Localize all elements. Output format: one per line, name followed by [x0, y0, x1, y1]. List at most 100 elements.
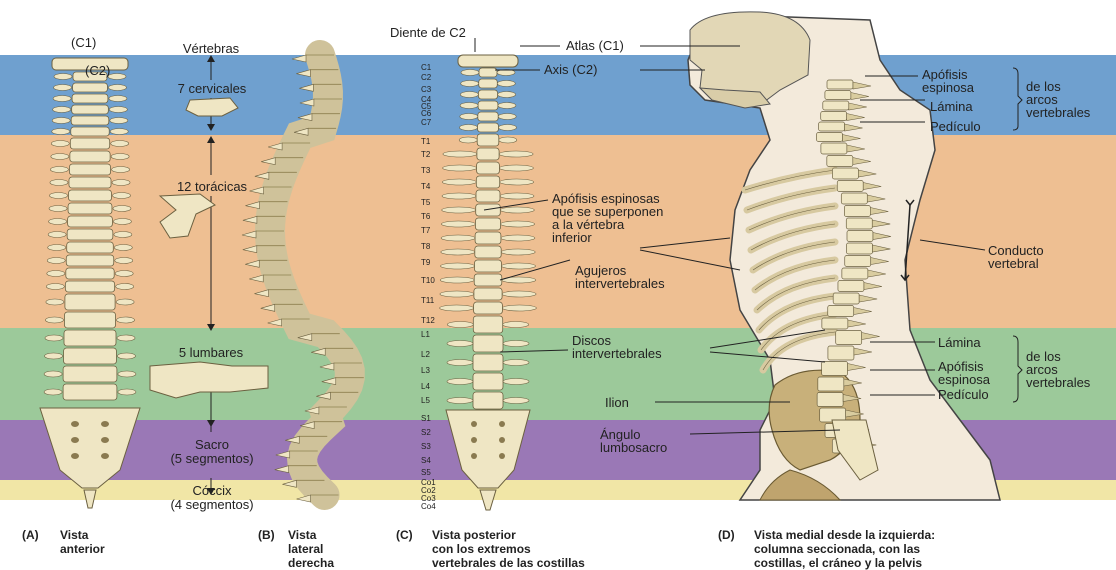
- sectioned-vertebral-body: [817, 133, 843, 142]
- posterior-vertebra: [475, 246, 501, 258]
- spinous-process-lateral: [282, 480, 296, 487]
- sacral-foramen: [71, 421, 79, 427]
- transverse-process: [111, 141, 129, 147]
- caption-a-text: Vista anterior: [60, 528, 105, 556]
- anterior-vertebral-body: [63, 366, 117, 382]
- rib-end-left: [441, 249, 475, 255]
- sectioned-vertebral-body: [823, 101, 849, 110]
- posterior-vertebra: [475, 218, 500, 230]
- rib-end-right: [503, 360, 529, 366]
- level-label-c7: C7: [421, 118, 431, 127]
- coccyx-posterior: [480, 490, 496, 510]
- rib-end-right: [499, 165, 533, 171]
- spinous-processes-label: Apófisis espinosas que se superponen a l…: [552, 192, 663, 244]
- rib-end-right: [499, 137, 517, 143]
- anterior-vertebral-body: [66, 255, 114, 266]
- sacral-foramen: [71, 437, 79, 443]
- sectioned-vertebral-body: [842, 268, 868, 279]
- transverse-process: [47, 271, 65, 277]
- dens-label: Diente de C2: [390, 26, 466, 40]
- transverse-process: [114, 232, 132, 238]
- rib-end-left: [441, 221, 475, 227]
- sacrum-anterior: [40, 408, 140, 488]
- posterior-vertebra: [479, 79, 498, 88]
- rib-end-left: [447, 322, 473, 328]
- anterior-vertebral-body: [65, 281, 114, 292]
- level-label-t9: T9: [421, 258, 430, 267]
- rib-end-left: [442, 207, 476, 213]
- sectioned-vertebral-body: [844, 206, 870, 217]
- rib-end-right: [501, 235, 535, 241]
- sectioned-vertebral-body: [846, 218, 872, 229]
- caption-b-tag: (B): [258, 528, 275, 542]
- rib-end-right: [502, 291, 536, 297]
- anterior-vertebral-column: [40, 58, 140, 508]
- rib-end-right: [501, 221, 535, 227]
- transverse-process: [46, 299, 64, 305]
- rib-end-right: [499, 151, 533, 157]
- sectioned-vertebral-body: [833, 293, 859, 304]
- level-label-s3: S3: [421, 442, 431, 451]
- level-label-t10: T10: [421, 276, 435, 285]
- pedicle-top-label: Pedículo: [930, 120, 981, 134]
- lumbar-label: 5 lumbares: [155, 346, 267, 360]
- coccyx-label: Cóccix (4 segmentos): [142, 484, 282, 512]
- anterior-vertebral-body: [68, 203, 112, 214]
- lamina-bottom-label: Lámina: [938, 336, 981, 350]
- level-label-c2: C2: [421, 73, 431, 82]
- spinous-process-lateral: [242, 231, 256, 238]
- rib-end-left: [459, 137, 477, 143]
- level-label-t4: T4: [421, 182, 430, 191]
- anterior-vertebral-body: [72, 94, 108, 103]
- level-label-co4: Co4: [421, 502, 436, 511]
- sacral-foramen-posterior: [471, 453, 477, 459]
- rib-end-left: [447, 379, 473, 385]
- posterior-vertebra: [474, 288, 502, 300]
- rib-end-right: [503, 322, 529, 328]
- atlas-posterior: [458, 55, 518, 67]
- rib-end-left: [447, 360, 473, 366]
- cervical-label: 7 cervicales: [160, 82, 264, 96]
- caption-c-text: Vista posterior con los extremos vertebr…: [432, 528, 585, 570]
- transverse-process: [50, 180, 68, 186]
- posterior-vertebra: [476, 176, 499, 188]
- lateral-vertebral-column: [242, 55, 364, 502]
- posterior-vertebra: [473, 316, 502, 333]
- sacral-foramen: [71, 453, 79, 459]
- vertebral-canal-label: Conducto vertebral: [988, 244, 1044, 270]
- transverse-process: [52, 129, 70, 135]
- transverse-process: [118, 389, 136, 395]
- sectioned-vertebral-body: [845, 256, 871, 267]
- transverse-process: [50, 167, 68, 173]
- rib-end-left: [440, 305, 474, 311]
- sectioned-vertebral-body: [837, 181, 863, 192]
- transverse-process: [113, 193, 131, 199]
- anterior-vertebral-body: [69, 177, 111, 188]
- posterior-vertebra: [474, 274, 502, 286]
- rib-end-right: [497, 81, 515, 87]
- rib-end-left: [443, 151, 477, 157]
- rib-end-left: [441, 235, 475, 241]
- transverse-process: [117, 317, 135, 323]
- level-label-c1: C1: [421, 63, 431, 72]
- lamina-top-label: Lámina: [930, 100, 973, 114]
- transverse-process: [108, 74, 126, 80]
- anterior-vertebral-body: [66, 268, 114, 279]
- sectioned-vertebral-body: [819, 122, 845, 131]
- transverse-process: [44, 371, 62, 377]
- rib-end-left: [442, 193, 476, 199]
- anterior-vertebral-body: [70, 151, 110, 162]
- level-label-s4: S4: [421, 456, 431, 465]
- level-label-t11: T11: [421, 296, 434, 305]
- anterior-vertebral-body: [64, 312, 115, 328]
- posterior-vertebra: [477, 148, 499, 160]
- atlas-label: Atlas (C1): [566, 39, 624, 53]
- transverse-process: [54, 74, 72, 80]
- anterior-vertebral-body: [67, 229, 113, 240]
- transverse-process: [45, 335, 63, 341]
- level-label-t5: T5: [421, 198, 430, 207]
- spinous-process-lateral: [243, 246, 257, 253]
- transverse-process: [48, 245, 66, 251]
- transverse-process: [46, 284, 64, 290]
- rib-end-right: [498, 92, 516, 98]
